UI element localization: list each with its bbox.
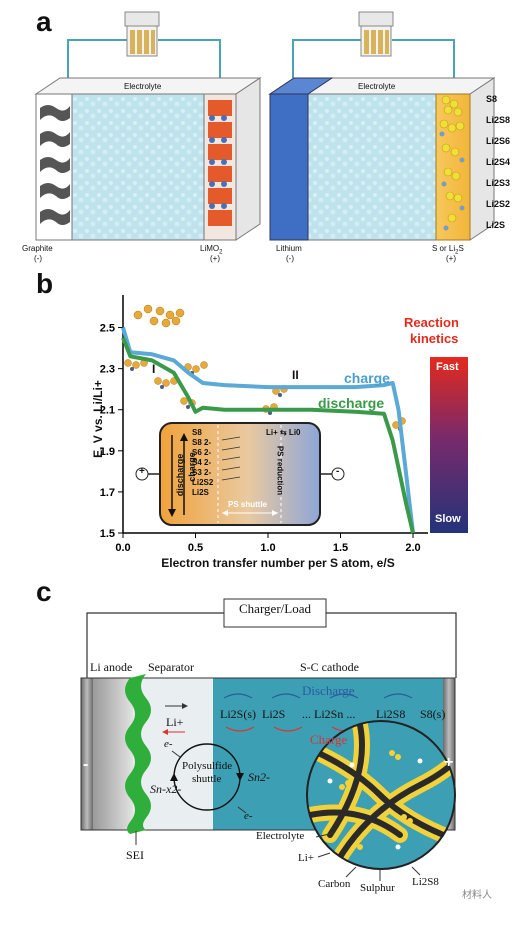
y-tick-label: 2.3 <box>100 364 115 376</box>
circle-li-label: Li+ <box>298 852 314 864</box>
kinetics-fast-label: Fast <box>436 361 459 373</box>
reaction-chain-item-5: S8(s) <box>420 707 446 721</box>
panel-c-letter: c <box>36 576 52 607</box>
reaction-chain-item-3: ... Li2Sn ... <box>302 707 356 721</box>
sei-layer <box>125 674 151 834</box>
species-li2s8: Li2S8 <box>486 115 511 125</box>
lithium-label: Lithium <box>276 244 302 253</box>
li-anode-label: Li anode <box>90 660 133 674</box>
charger-load-label: Charger/Load <box>239 601 311 616</box>
y-axis-label-wrap: E, V vs. Li/Li+ <box>84 322 105 522</box>
species-li2s3: Li2S3 <box>486 178 511 188</box>
left-cell <box>34 77 262 241</box>
cell-plus-sign: + <box>444 754 454 771</box>
region-ii-label: II <box>292 368 299 382</box>
region-i-label: I <box>152 362 156 376</box>
inset-minus: - <box>336 466 340 477</box>
cathode-label: S-C cathode <box>300 660 359 674</box>
x-tick-label: 1.0 <box>260 542 275 554</box>
circle-carbon-label: Carbon <box>318 878 351 890</box>
species-li2s4: Li2S4 <box>486 157 511 167</box>
left-electrolyte-label: Electrolyte <box>124 82 162 91</box>
cell-minus-sign: - <box>83 756 89 773</box>
kinetics-title-2: kinetics <box>410 331 459 346</box>
s-or-li2s-sign: (+) <box>446 254 456 263</box>
panel-c-figure <box>80 598 457 881</box>
inset-diagram <box>135 422 345 526</box>
inset-discharge-label: discharge <box>175 453 185 497</box>
x-tick-label: 0.0 <box>115 542 130 554</box>
circle-li2s8-label: Li2S8 <box>412 876 439 888</box>
e-minus-label-right: e- <box>244 810 253 822</box>
anode-current-collector <box>81 678 93 830</box>
x-tick-label: 0.5 <box>188 542 203 554</box>
s8-molecule-icon <box>133 304 185 328</box>
charge-curve <box>121 326 415 534</box>
reaction-chain-item-4: Li2S8 <box>376 707 406 721</box>
right-cell <box>268 77 496 241</box>
inset-ps-shuttle: PS shuttle <box>228 500 268 509</box>
discharge-legend-label: discharge <box>318 395 385 411</box>
panel-a-figure <box>34 11 496 241</box>
shuttle-label: shuttle <box>192 773 222 785</box>
li-plus-label: Li+ <box>166 715 184 729</box>
e-minus-label-left: e- <box>164 738 173 750</box>
charge-legend-label: charge <box>344 370 390 386</box>
species-s8: S8 <box>486 94 498 104</box>
watermark: 材料人 <box>462 890 492 901</box>
battery-icon-left <box>124 11 160 57</box>
circle-sulphur-label: Sulphur <box>360 882 395 894</box>
limo2-label: LiMO2 <box>200 244 223 256</box>
graphite-sign: (-) <box>34 254 42 263</box>
separator-label: Separator <box>148 660 194 674</box>
discharge-curve <box>121 337 415 534</box>
right-electrolyte-label: Electrolyte <box>358 82 396 91</box>
lithium-sign: (-) <box>286 254 294 263</box>
y-tick-label: 1.5 <box>100 528 115 540</box>
panel-a-letter: a <box>36 6 52 37</box>
x-axis-label: Electron transfer number per S atom, e/S <box>161 556 395 570</box>
inset-plus: + <box>139 466 145 477</box>
species-list: S8 Li2S8 Li2S6 Li2S4 Li2S3 Li2S2 Li2S <box>486 94 510 241</box>
inset-ps-reduction: PS reduction <box>275 445 285 496</box>
y-tick-label: 2.1 <box>100 405 115 417</box>
li-anode-region <box>93 678 133 830</box>
reaction-chain-item-2: Li2S <box>262 707 286 721</box>
species-li2s6: Li2S6 <box>486 136 511 146</box>
reaction-chain-item-1: Li2S(s) <box>220 707 256 721</box>
s-or-li2s-label: S or Li2S <box>432 244 464 256</box>
limo2-sign: (+) <box>210 254 220 263</box>
y-tick-label: 2.5 <box>100 323 115 335</box>
y-axis-label: E, V vs. Li/Li+ <box>91 380 105 458</box>
species-li2s: Li2S <box>486 220 506 230</box>
inset-li-equation: Li+ ⇆ Li0 <box>266 428 301 437</box>
y-tick-label: 1.9 <box>100 446 115 458</box>
x-tick-label: 1.5 <box>333 542 348 554</box>
kinetics-slow-label: Slow <box>435 513 461 525</box>
sn2-label: Sn2- <box>248 770 270 784</box>
charger-box <box>223 598 327 628</box>
x-tick-label: 2.0 <box>405 542 420 554</box>
charge-label: Charge <box>310 732 348 747</box>
cathode-magnified-circle <box>306 720 456 870</box>
polysulfide-label: Polysulfide <box>182 760 233 772</box>
kinetics-bar <box>430 357 468 533</box>
battery-icon-right <box>358 11 394 57</box>
sei-label: SEI <box>126 848 144 862</box>
discharge-label: Discharge <box>302 683 355 698</box>
snx-label: Sn-x2- <box>150 782 182 796</box>
graphite-label: Graphite <box>22 244 53 253</box>
kinetics-title-1: Reaction <box>404 315 459 330</box>
circle-electrolyte-label: Electrolyte <box>256 830 305 842</box>
species-li2s2: Li2S2 <box>486 199 511 209</box>
panel-b-letter: b <box>36 268 54 299</box>
y-tick-label: 1.7 <box>100 487 115 499</box>
